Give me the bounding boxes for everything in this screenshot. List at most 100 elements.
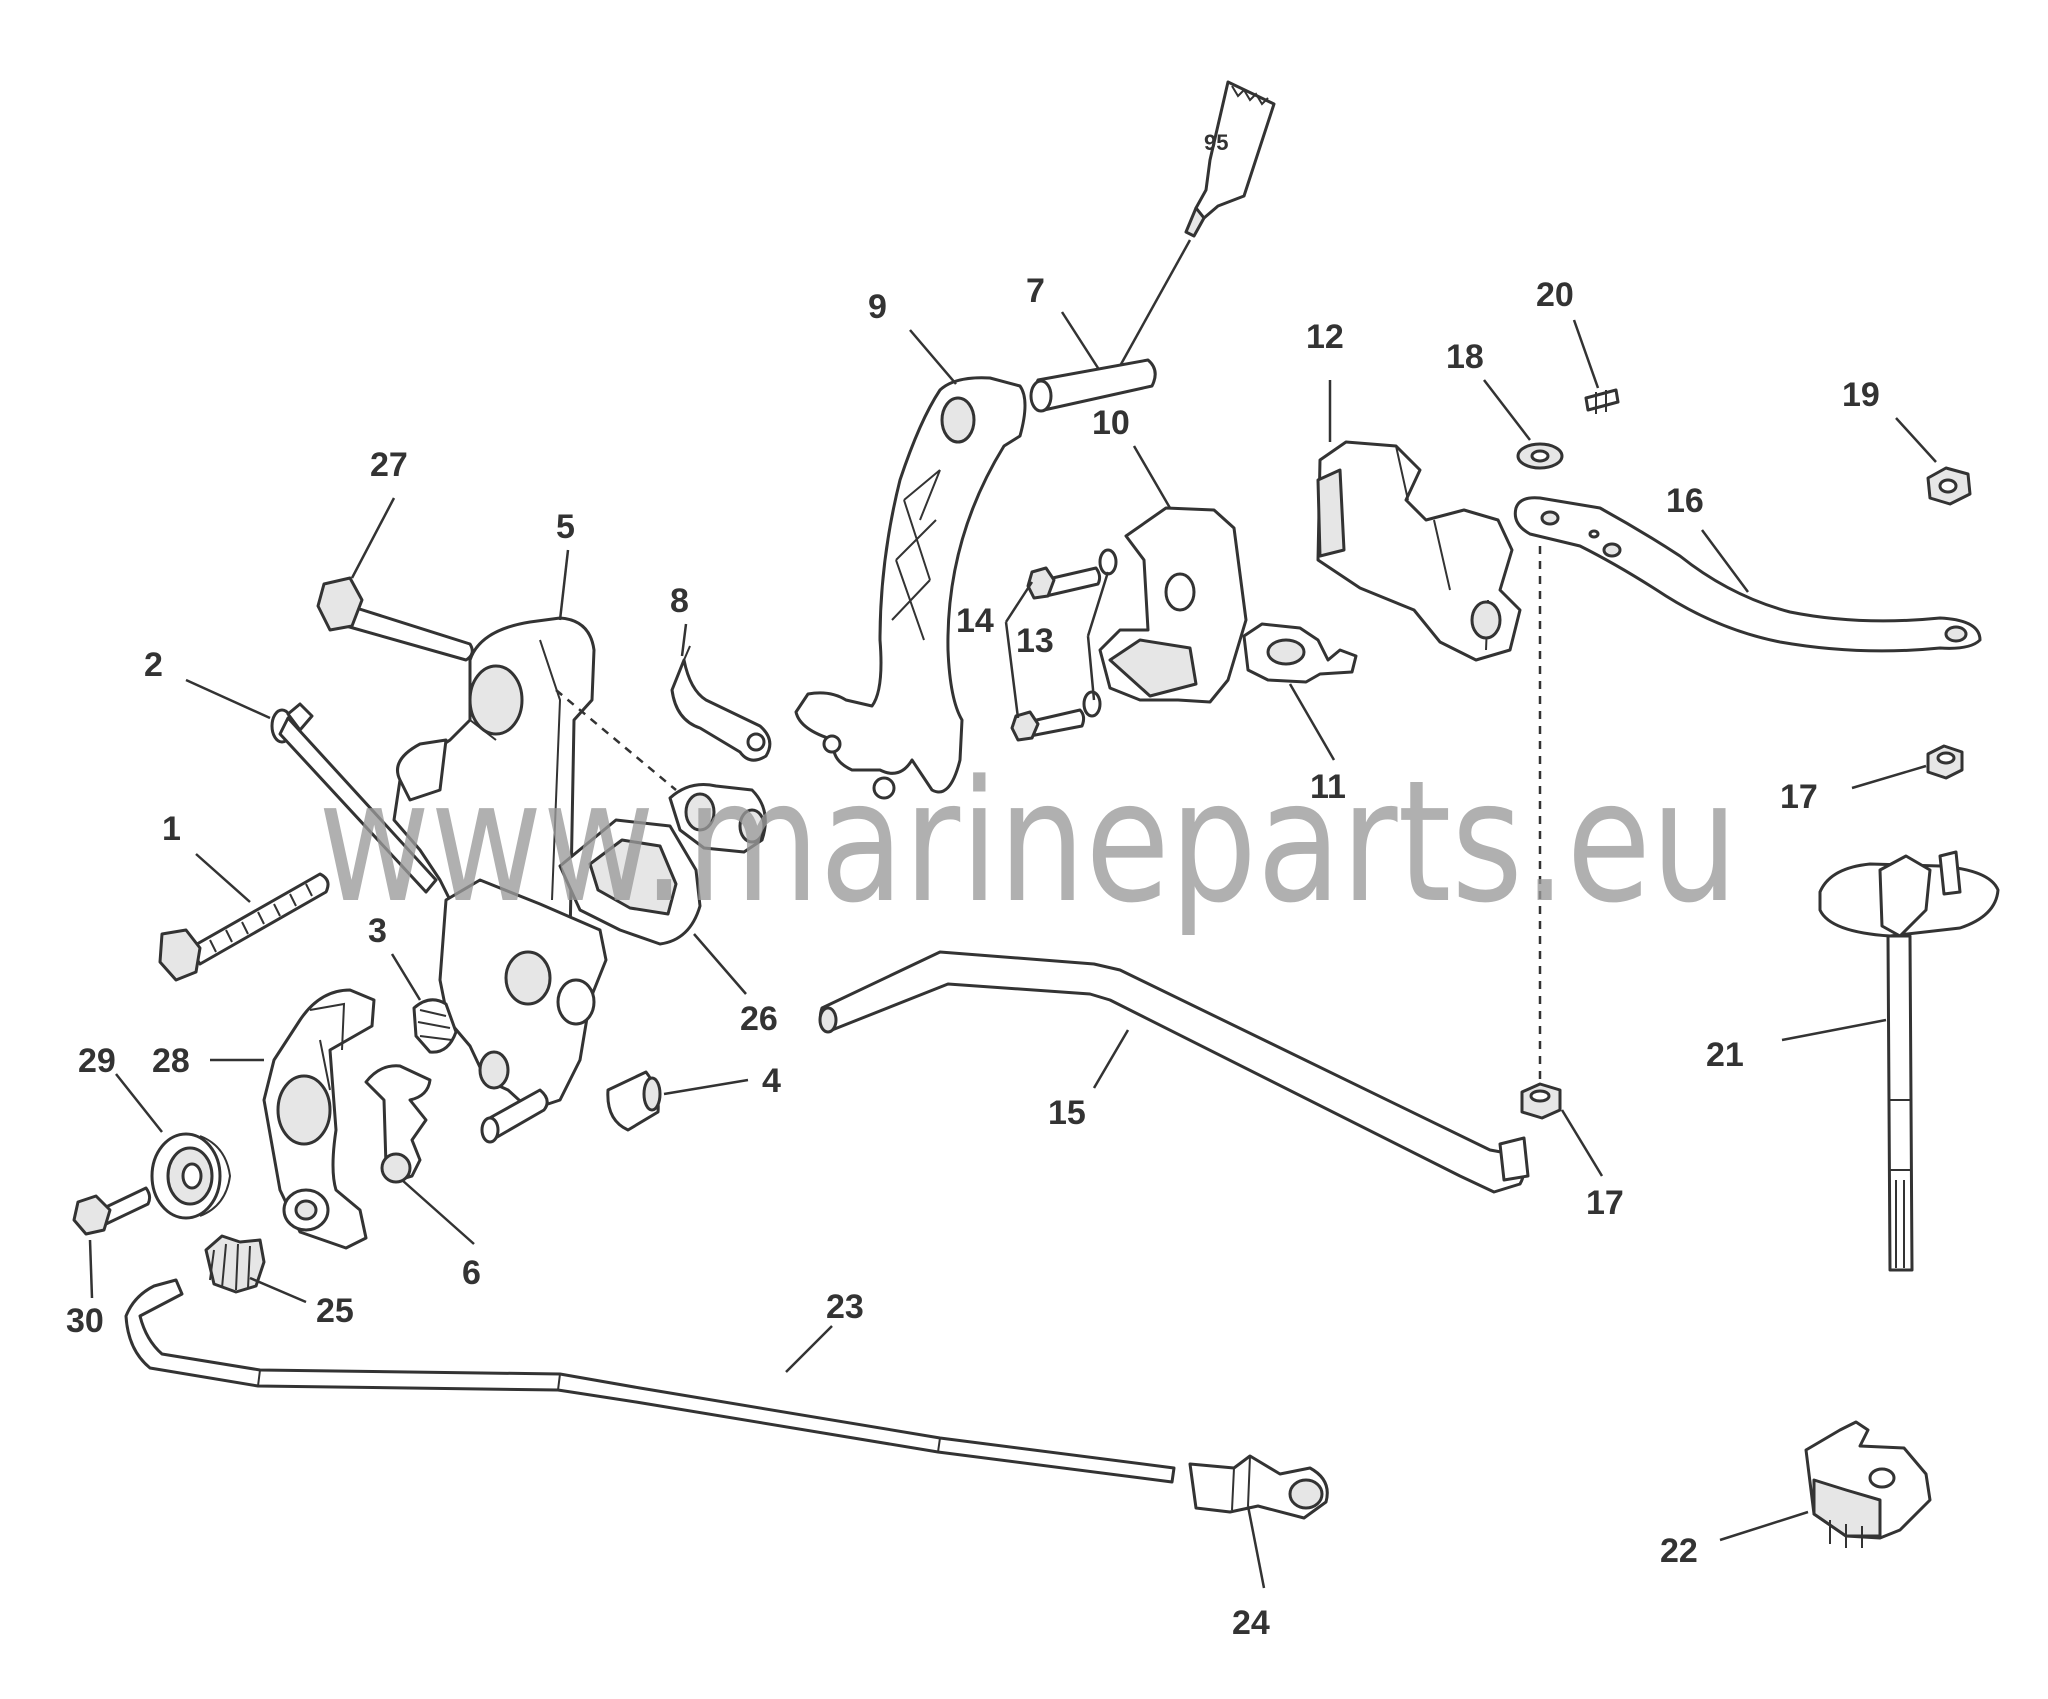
callout-8: 8 [670, 582, 689, 620]
watermark-text: www.marineparts.eu [318, 744, 1738, 940]
callout-14: 14 [956, 602, 994, 640]
part-13-washer-lower [1082, 690, 1102, 718]
leader-19 [1895, 417, 1937, 463]
leader-23 [785, 1325, 833, 1373]
leader-lines [88, 311, 1937, 1589]
callout-2: 2 [144, 646, 163, 684]
callout-28: 28 [152, 1042, 190, 1080]
part-27-bolt [316, 576, 474, 662]
part-25-gear [204, 1234, 266, 1294]
part-30-bolt [72, 1186, 152, 1236]
leader-13 [1086, 571, 1110, 701]
callout-30: 30 [66, 1302, 104, 1340]
leader-7 [1060, 311, 1100, 369]
callout-labels: 1 2 3 4 5 6 7 8 9 10 11 12 13 14 15 16 1… [66, 272, 1880, 1642]
leader-25 [249, 1276, 307, 1304]
leader-20 [1572, 319, 1600, 389]
dashed-guide-5-26 [555, 689, 677, 791]
part-2-long-bolt [270, 702, 438, 894]
callout-6: 6 [462, 1254, 481, 1292]
part-3-spring [412, 998, 458, 1054]
part-28-lever [262, 988, 376, 1250]
callout-23: 23 [826, 1288, 864, 1326]
callout-13: 13 [1016, 622, 1054, 660]
leader-3 [390, 953, 422, 1001]
leader-11 [1288, 683, 1336, 761]
leader-17a [1851, 764, 1927, 790]
part-29-pulley [150, 1132, 232, 1220]
callout-27: 27 [370, 446, 408, 484]
sealant-tube-95: 95 [1184, 80, 1276, 238]
leader-4 [663, 1078, 749, 1096]
callout-15: 15 [1048, 1094, 1086, 1132]
leader-21 [1781, 1018, 1887, 1042]
callout-5: 5 [556, 508, 575, 546]
part-9-arc-bracket [794, 376, 1027, 800]
callout-22: 22 [1660, 1532, 1698, 1570]
leader-18 [1483, 379, 1531, 441]
leader-27 [350, 497, 396, 579]
callout-9: 9 [868, 288, 887, 326]
part-4-sleeve [606, 1070, 662, 1132]
part-20-screw [1584, 388, 1620, 414]
part-18-washer [1516, 442, 1564, 470]
callout-17b: 17 [1586, 1184, 1624, 1222]
leader-30 [88, 1239, 94, 1299]
part-24-end-fitting [1188, 1454, 1329, 1520]
part-15-rod [818, 950, 1530, 1194]
part-17-nut-upper [1926, 744, 1964, 780]
leader-2 [185, 678, 271, 720]
callout-26: 26 [740, 1000, 778, 1038]
callout-4: 4 [762, 1062, 781, 1100]
part-12-switch-block [1316, 440, 1522, 662]
part-14-bolt-upper [1026, 566, 1102, 600]
leader-24 [1246, 1505, 1266, 1589]
leader-5 [558, 549, 570, 621]
leader-29 [115, 1073, 163, 1133]
leader-8 [680, 623, 688, 657]
leader-10 [1132, 445, 1172, 509]
leader-15 [1092, 1029, 1130, 1089]
part-13-washer-upper [1098, 548, 1118, 576]
callout-1: 1 [162, 810, 181, 848]
callout-10: 10 [1092, 404, 1130, 442]
part-26-housing [558, 783, 767, 946]
callout-17a: 17 [1780, 778, 1818, 816]
leader-26 [693, 933, 747, 995]
callout-25: 25 [316, 1292, 354, 1330]
callout-20: 20 [1536, 276, 1574, 314]
part-16-arm [1513, 496, 1982, 653]
leader-14 [1004, 581, 1034, 719]
callout-29: 29 [78, 1042, 116, 1080]
part-10-bracket [1098, 506, 1248, 704]
callout-21: 21 [1706, 1036, 1744, 1074]
callout-24: 24 [1232, 1604, 1270, 1642]
leader-1 [195, 853, 251, 903]
leader-22 [1719, 1510, 1809, 1542]
part-6-link [364, 1064, 432, 1184]
part-21-shaft [1818, 850, 2000, 1272]
callout-16: 16 [1666, 482, 1704, 520]
callout-19: 19 [1842, 376, 1880, 414]
part-5-main-bracket [392, 616, 596, 962]
tube-label: 95 [1204, 130, 1228, 155]
part-11-gasket [1242, 622, 1358, 684]
part-17-nut-lower [1520, 1082, 1562, 1120]
leader-tube [1118, 239, 1192, 367]
callout-7: 7 [1026, 272, 1045, 310]
leader-9 [909, 329, 957, 385]
leader-6 [401, 1179, 475, 1245]
callout-18: 18 [1446, 338, 1484, 376]
callout-11: 11 [1310, 768, 1346, 806]
part-1-screw [158, 872, 330, 982]
part-23-rod [124, 1278, 1176, 1484]
part-14-bolt-lower [1010, 708, 1086, 742]
leader-17b [1560, 1109, 1604, 1177]
part-22-sensor [1804, 1420, 1932, 1548]
part-8-clip [670, 645, 772, 762]
part-19-nut [1926, 466, 1972, 506]
leader-16 [1700, 529, 1750, 593]
callout-3: 3 [368, 912, 387, 950]
part-7-pin [1029, 358, 1157, 413]
